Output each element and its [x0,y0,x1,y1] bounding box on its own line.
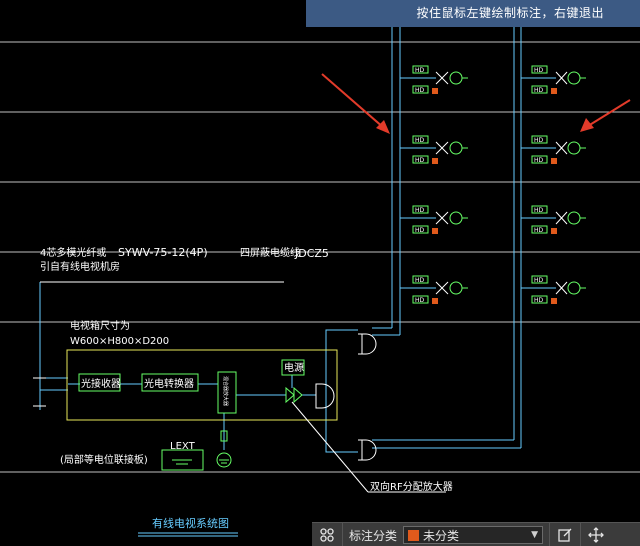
svg-text:HD: HD [534,157,544,164]
draw-annotation-tooltip: 按住鼠标左键绘制标注，右键退出 [306,0,640,27]
mixer-box: 混合器放大器 [217,371,237,414]
svg-text:HD: HD [415,297,425,304]
rf-amp-symbol [315,383,335,409]
red-arrows [321,73,631,134]
source-room-label: 引自有线电视机房 [40,260,120,273]
svg-text:电源: 电源 [284,361,304,374]
riser-cables [39,0,556,453]
floor-lines [0,41,640,473]
rf-amplifier-label: 双向RF分配放大器 [370,480,453,493]
arrow-right [580,99,631,132]
outlet-a1: HD HD [412,65,468,94]
svg-text:HD: HD [415,157,425,164]
column-b-outlets: HD HD HD HD HD HD HD HD [531,65,586,304]
outlet-b3: HD HD [531,205,586,234]
grid-icon[interactable] [312,523,343,546]
outlet-b1: HD HD [531,65,586,94]
bonding-board-label: (局部等电位联接板) [60,453,148,466]
svg-text:LEXT: LEXT [170,441,196,452]
splitter-amp-bottom [358,439,377,461]
outlet-a3: HD HD [412,205,468,234]
svg-text:HD: HD [534,227,544,234]
svg-text:HD: HD [534,297,544,304]
annotation-category-label: 标注分类 [349,528,398,543]
svg-text:HD: HD [534,207,544,214]
lext-box: LEXT [161,441,204,471]
svg-text:HD: HD [415,137,425,144]
edit-icon[interactable] [549,523,580,546]
svg-text:HD: HD [534,67,544,74]
outlet-b4: HD HD [531,275,586,304]
riser-code-label: JDCZ5 [294,247,329,260]
category-color-swatch [408,529,420,541]
chevron-down-icon: ▼ [531,530,539,540]
system-title: 有线电视系统图 [138,516,238,537]
outlet-a2: HD HD [412,135,468,164]
annotation-category-value: 未分类 [423,528,460,543]
converter-box: 光电转换器 [141,373,199,392]
amp-triangles [285,386,303,404]
outlet-b2: HD HD [531,135,586,164]
cabinet-size-title: 电视箱尺寸为 [70,319,130,332]
svg-text:HD: HD [415,227,425,234]
annotation-category-select[interactable]: 未分类 ▼ [403,526,544,544]
svg-text:HD: HD [534,137,544,144]
tv-cabinet [66,349,338,421]
svg-text:光接收器: 光接收器 [81,377,121,390]
splitter-amp-top [358,333,377,355]
rf-leader [291,401,446,493]
optical-receiver-box: 光接收器 [78,373,121,392]
cabinet-size: W600×H800×D200 [70,336,169,347]
cable-type-label: SYWV-75-12(4P) [118,246,208,259]
svg-text:HD: HD [534,87,544,94]
svg-text:HD: HD [534,277,544,284]
svg-text:混合器放大器: 混合器放大器 [222,376,229,406]
svg-text:HD: HD [415,277,425,284]
svg-text:光电转换器: 光电转换器 [144,377,194,390]
fiber-optic-label: 4芯多模光纤或 [40,246,106,259]
svg-text:有线电视系统图: 有线电视系统图 [152,516,229,530]
riser-line-label: 四屏蔽电缆线 [240,246,300,259]
outlet-a4: HD HD [412,275,468,304]
ground-symbol [216,430,232,468]
annotation-toolbar: 标注分类 未分类 ▼ [312,522,640,546]
column-a-outlets: HD HD HD HD HD HD HD HD [412,65,468,304]
move-icon[interactable] [580,523,611,546]
svg-text:HD: HD [415,87,425,94]
svg-text:HD: HD [415,207,425,214]
svg-text:HD: HD [415,67,425,74]
arrow-left [321,73,390,134]
power-box: 电源 [281,359,305,376]
entry-marks [33,377,46,407]
